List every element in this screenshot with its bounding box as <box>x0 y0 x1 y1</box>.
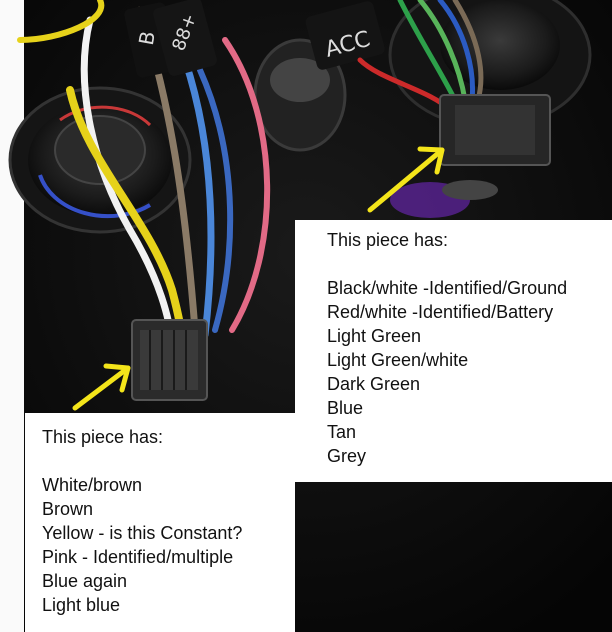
list-item: Light Green/white <box>327 350 469 370</box>
connector-right <box>390 94 551 218</box>
arrow-left <box>72 363 131 411</box>
arrow-right <box>367 146 445 213</box>
list-item: Pink - Identified/multiple <box>42 547 234 567</box>
list-item: Brown <box>42 499 94 519</box>
tag-label-b: B <box>134 29 160 47</box>
annotation-heading: This piece has: <box>327 230 449 250</box>
wire-color-list: Black/white -Identified/Ground Red/white… <box>327 276 567 468</box>
wire-color-list: White/brown Brown Yellow - is this Const… <box>42 473 242 617</box>
list-item: Black/white -Identified/Ground <box>327 278 568 298</box>
list-item: Yellow - is this Constant? <box>42 523 243 543</box>
list-item: Light blue <box>42 595 121 615</box>
list-item: Red/white -Identified/Battery <box>327 302 554 322</box>
list-item: Grey <box>327 446 367 466</box>
annotation-heading: This piece has: <box>42 427 164 447</box>
list-item: White/brown <box>42 475 143 495</box>
list-item: Blue <box>327 398 364 418</box>
annotation-panel-right: This piece has: Black/white -Identified/… <box>295 220 612 482</box>
annotation-panel-left: This piece has: White/brown Brown Yellow… <box>25 413 295 632</box>
list-item: Light Green <box>327 326 422 346</box>
connector-left <box>131 319 208 401</box>
list-item: Dark Green <box>327 374 421 394</box>
wire-tags: B 88+ ACC <box>124 0 385 78</box>
left-white-margin <box>0 0 24 632</box>
list-item: Tan <box>327 422 357 442</box>
list-item: Blue again <box>42 571 128 591</box>
